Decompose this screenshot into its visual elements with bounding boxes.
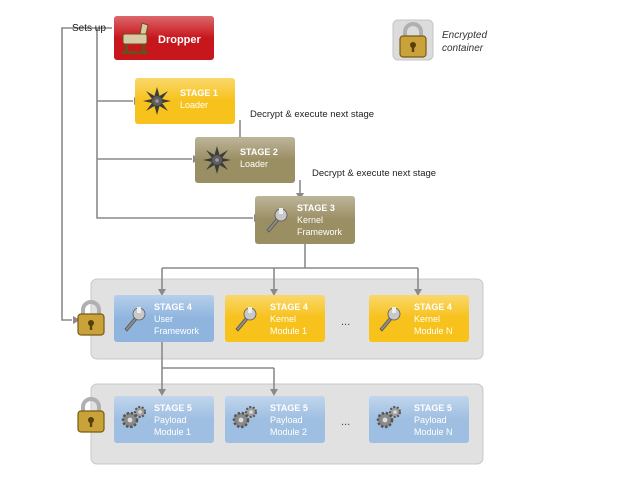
legend-line2: container (442, 43, 484, 54)
stage4-user-line2: Framework (154, 326, 200, 336)
sets-up-label: Sets up (72, 23, 106, 34)
dropper-node: Dropper (114, 16, 214, 60)
stage5-pn-title: STAGE 5 (414, 403, 452, 413)
stage2-node: STAGE 2 Loader (195, 137, 295, 183)
stage3-title: STAGE 3 (297, 203, 335, 213)
stage5-p2-title: STAGE 5 (270, 403, 308, 413)
stage5-p2-line2: Module 2 (270, 427, 307, 437)
stage3-line2: Framework (297, 227, 343, 237)
stage2-line1: Loader (240, 159, 268, 169)
stage5-p1-title: STAGE 5 (154, 403, 192, 413)
stage4-kmn-line2: Module N (414, 326, 453, 336)
stage5-pn-line2: Module N (414, 427, 453, 437)
legend: Encrypted container (392, 19, 487, 61)
stage4-km1-line2: Module 1 (270, 326, 307, 336)
stage4-kmn-line1: Kernel (414, 314, 440, 324)
stage5-p1-line2: Module 1 (154, 427, 191, 437)
dropper-label: Dropper (158, 34, 202, 46)
stage4-kernel-module-n-node: STAGE 4 Kernel Module N (369, 295, 469, 342)
stage4-km1-line1: Kernel (270, 314, 296, 324)
stage3-node: STAGE 3 Kernel Framework (255, 196, 355, 244)
stage4-user-title: STAGE 4 (154, 302, 192, 312)
stage4-kmn-title: STAGE 4 (414, 302, 452, 312)
stage5-payload-2-node: STAGE 5 Payload Module 2 (225, 396, 325, 443)
stage3-line1: Kernel (297, 215, 323, 225)
stage5-pn-line1: Payload (414, 415, 447, 425)
edge-label-s2-s3: Decrypt & execute next stage (312, 168, 436, 179)
legend-line1: Encrypted (442, 30, 487, 41)
stage1-title: STAGE 1 (180, 88, 218, 98)
edge-label-s1-s2: Decrypt & execute next stage (250, 109, 374, 120)
stage2-title: STAGE 2 (240, 147, 278, 157)
stage4-ellipsis: ... (341, 316, 350, 328)
stage5-payload-n-node: STAGE 5 Payload Module N (369, 396, 469, 443)
stage5-payload-1-node: STAGE 5 Payload Module 1 (114, 396, 214, 443)
stage5-p2-line1: Payload (270, 415, 303, 425)
stage4-user-framework-node: STAGE 4 User Framework (114, 295, 214, 342)
stage4-kernel-module-1-node: STAGE 4 Kernel Module 1 (225, 295, 325, 342)
stage4-km1-title: STAGE 4 (270, 302, 308, 312)
stage1-line1: Loader (180, 100, 208, 110)
trojan-horse-icon (122, 22, 149, 54)
stage5-p1-line1: Payload (154, 415, 187, 425)
stage5-ellipsis: ... (341, 416, 350, 428)
stage4-user-line1: User (154, 314, 173, 324)
stage1-node: STAGE 1 Loader (135, 78, 235, 124)
stage-transition-connectors (158, 120, 422, 396)
